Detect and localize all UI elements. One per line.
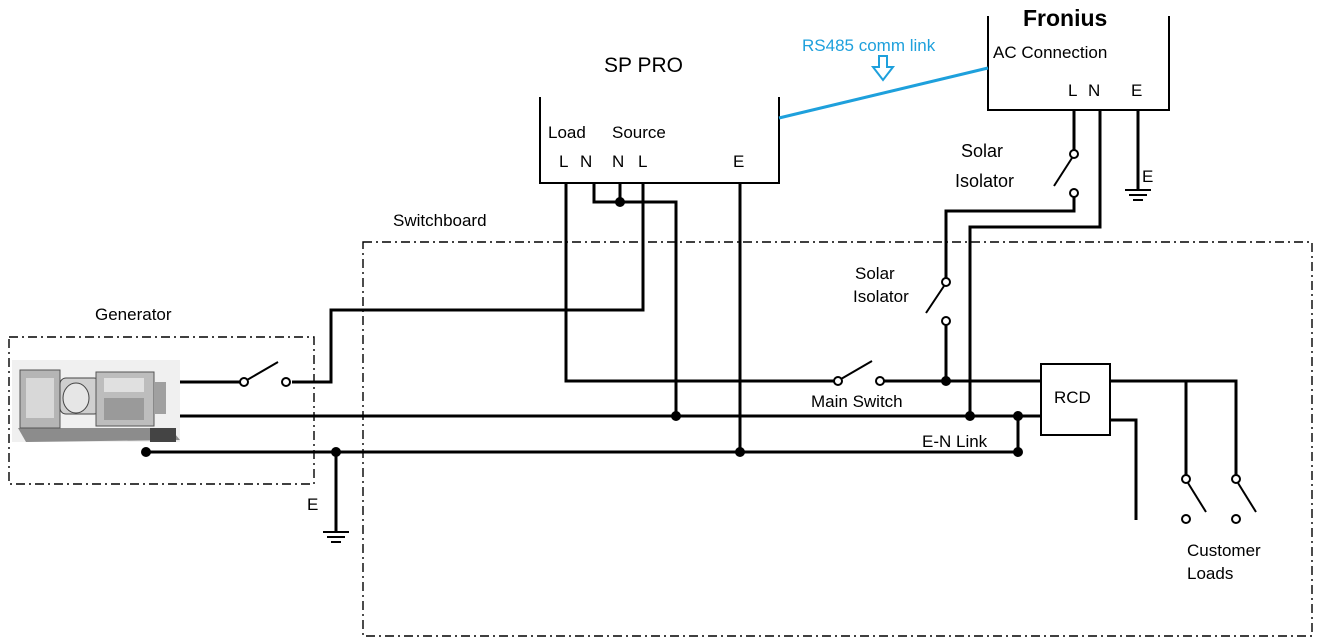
customer-loads-line1: Customer [1187, 541, 1261, 560]
rs485-comm-link [778, 66, 989, 120]
fronius-earth-icon [1125, 189, 1151, 201]
fronius-title: Fronius [1023, 5, 1107, 31]
sp-pro-source-n: N [612, 152, 624, 171]
fronius-earth-label: E [1142, 167, 1153, 186]
switchboard-label: Switchboard [393, 211, 487, 230]
load-l-wire [564, 183, 838, 383]
rcd-box [1040, 363, 1111, 436]
sp-pro-earth: E [733, 152, 744, 171]
neutral-link-junction [615, 197, 625, 207]
solar-isolator-upper-switch[interactable] [1053, 149, 1079, 198]
fronius-n: N [1088, 81, 1100, 100]
down-arrow-icon [870, 55, 896, 82]
generator-icon [12, 360, 180, 442]
generator-label: Generator [95, 305, 172, 324]
customer-loads-line2: Loads [1187, 564, 1233, 583]
sp-pro-load-n: N [580, 152, 592, 171]
generator-switch[interactable] [239, 361, 291, 387]
lower-isolator-up-wire [944, 197, 1076, 278]
sp-pro-load-l: L [559, 152, 568, 171]
fronius-l: L [1068, 81, 1077, 100]
main-switch[interactable] [833, 360, 885, 386]
main-switch-label: Main Switch [811, 392, 903, 411]
rcd-label: RCD [1054, 388, 1091, 407]
neutral-link-wire [592, 183, 678, 416]
sp-pro-title: SP PRO [604, 54, 683, 77]
en-link-top-junction [1013, 411, 1023, 421]
fronius-box [987, 16, 1170, 111]
fronius-n-wire [968, 110, 1102, 416]
sp-pro-load-label: Load [548, 123, 586, 142]
solar-isolator-upper-line1: Solar [961, 141, 1003, 161]
rcd-active-out-wire [1110, 379, 1238, 475]
solar-isolator-lower-switch[interactable] [925, 277, 951, 326]
en-link-label: E-N Link [922, 432, 988, 451]
generator-earth-junction [141, 447, 151, 457]
sp-pro-earth-junction [735, 447, 745, 457]
sp-pro-source-l: L [638, 152, 647, 171]
solar-isolator-lower-line2: Isolator [853, 287, 909, 306]
customer-load-switch-1[interactable] [1181, 474, 1207, 524]
source-l-wire [292, 183, 645, 384]
comm-link-label: RS485 comm link [802, 36, 936, 55]
sp-pro-source-label: Source [612, 123, 666, 142]
fronius-neutral-junction [965, 411, 975, 421]
fronius-e: E [1131, 81, 1142, 100]
solar-isolator-upper-line2: Isolator [955, 171, 1014, 191]
switchboard-boundary [362, 241, 1313, 637]
en-link-bottom-junction [1013, 447, 1023, 457]
sp-pro-neutral-junction [671, 411, 681, 421]
fronius-subtitle: AC Connection [993, 43, 1107, 62]
earth-ground-icon [323, 531, 349, 543]
generator-earth-label: E [307, 495, 318, 514]
generator-boundary [8, 336, 315, 485]
sp-pro-box [539, 97, 780, 184]
rcd-neutral-out-wire [1110, 418, 1138, 520]
customer-load-switch-2[interactable] [1231, 474, 1257, 524]
solar-isolator-lower-line1: Solar [855, 264, 895, 283]
